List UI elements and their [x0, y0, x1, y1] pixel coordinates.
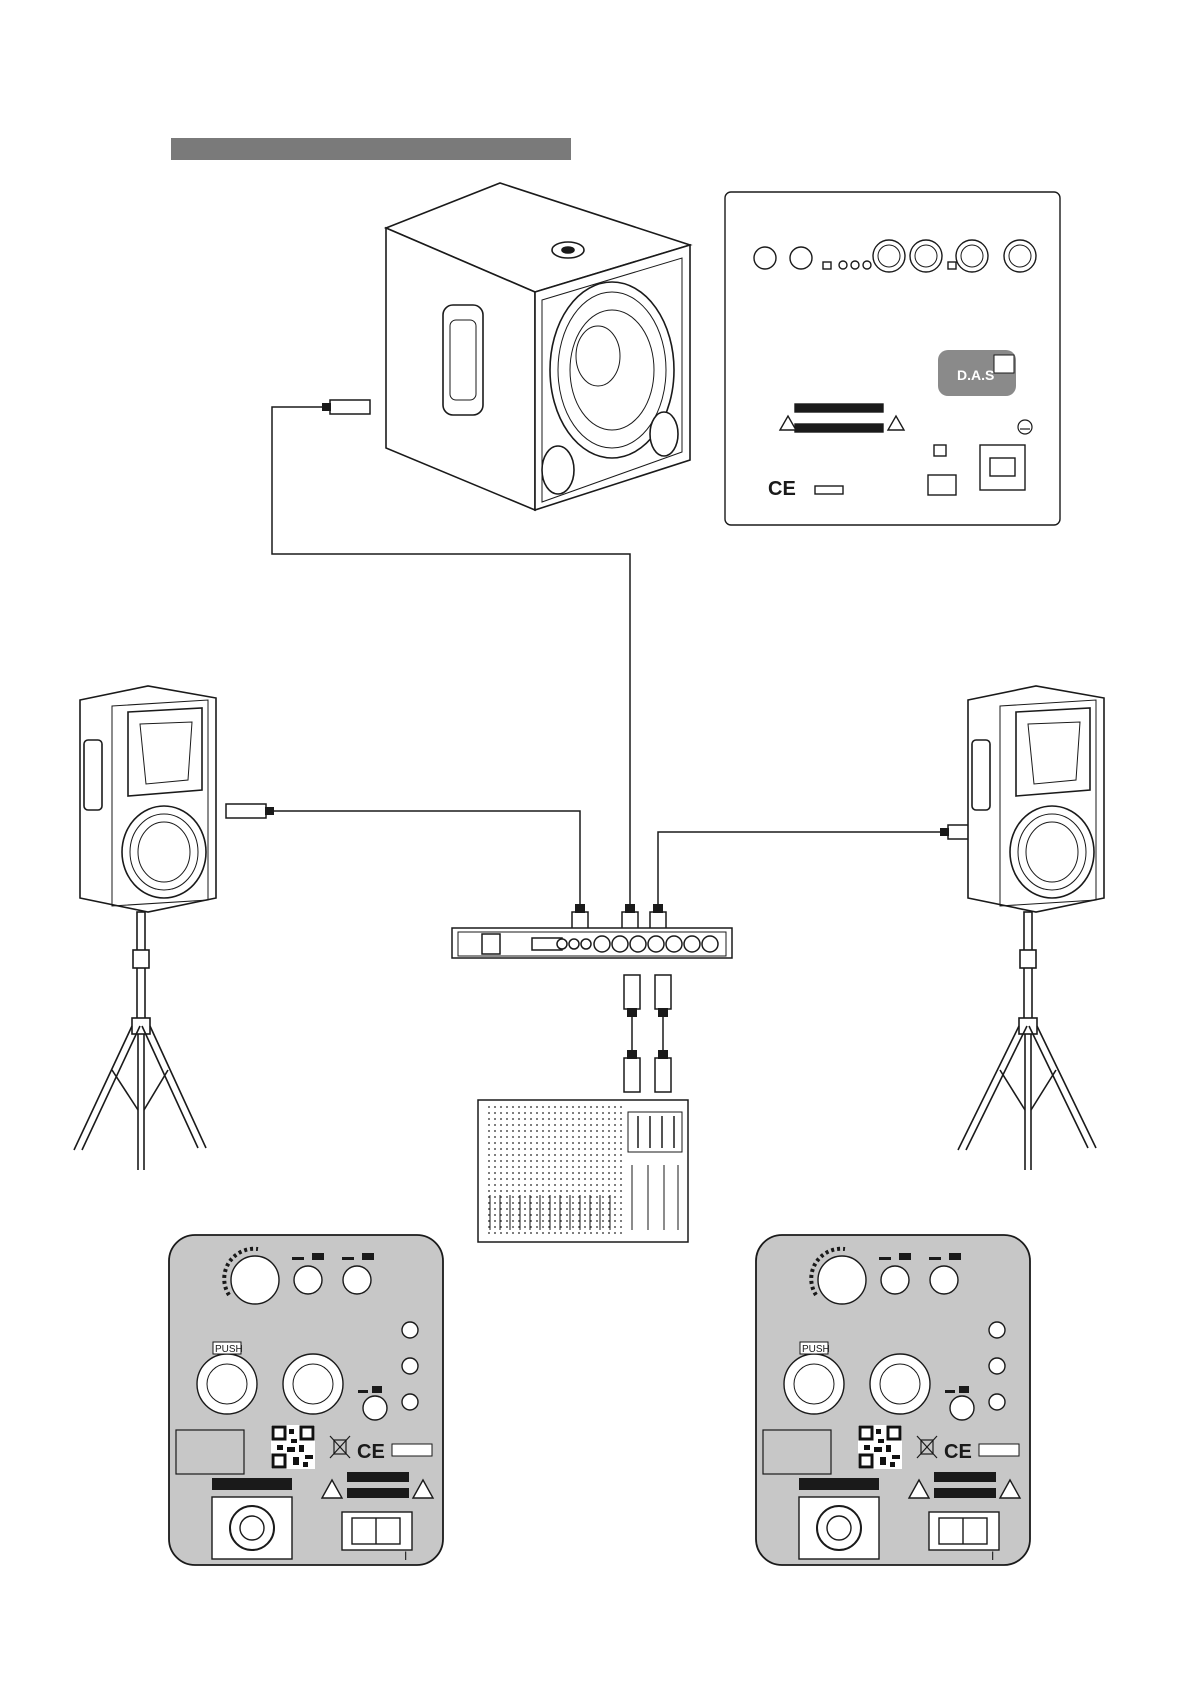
qr-code-icon — [858, 1425, 902, 1469]
xlr-plug-left-speaker — [226, 804, 274, 818]
ce-mark: CE — [768, 478, 796, 500]
qr-code-icon — [271, 1425, 315, 1469]
switch-mark-right: I — [991, 1549, 994, 1563]
switch-mark-left: I — [404, 1549, 407, 1563]
rack-processor — [452, 928, 732, 958]
ce-mark-left: CE — [357, 1441, 385, 1463]
xlr-plug-subwoofer — [322, 400, 370, 414]
xlr-plug-processor-in-2 — [655, 975, 671, 1017]
mixing-console — [478, 1100, 688, 1242]
right-speaker — [968, 686, 1104, 912]
xlr-plug-processor-in-1 — [624, 975, 640, 1017]
section-header-bar — [171, 138, 571, 160]
subwoofer-cabinet — [386, 183, 690, 510]
right-speaker-stand — [958, 912, 1096, 1170]
das-badge: D.A.S — [938, 350, 1016, 396]
right-speaker-rear-panel: PUSH CE I — [756, 1235, 1030, 1565]
left-speaker-stand — [74, 912, 206, 1170]
xlr-plug-mixer-out-2 — [655, 1050, 671, 1092]
connector-push-label: PUSH — [802, 1344, 830, 1355]
left-speaker — [80, 686, 216, 912]
brand-label: D.A.S — [957, 367, 994, 383]
xlr-plug-mixer-out-1 — [624, 1050, 640, 1092]
connector-push-label: PUSH — [215, 1344, 243, 1355]
ce-mark-right: CE — [944, 1441, 972, 1463]
left-speaker-rear-panel: PUSH CE I — [169, 1235, 443, 1565]
